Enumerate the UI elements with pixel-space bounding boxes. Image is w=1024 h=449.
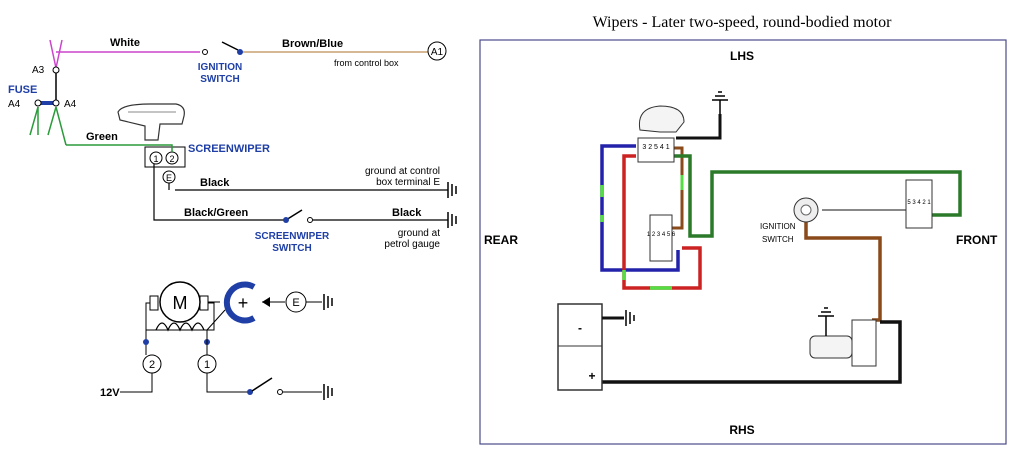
fuse-label: FUSE bbox=[8, 84, 37, 96]
screenwiper-switch-label-2: SWITCH bbox=[272, 243, 311, 254]
panel-wires bbox=[600, 114, 962, 384]
motor-plus-label: + bbox=[238, 293, 249, 313]
rear-label: REAR bbox=[484, 233, 518, 247]
terminal-1: 1 bbox=[153, 154, 158, 164]
black-green-wire bbox=[153, 164, 286, 221]
fuse-block: A3 FUSE A4 A4 bbox=[8, 39, 200, 146]
black-wire-label: Black bbox=[200, 177, 230, 189]
ground-petrol-label-2: petrol gauge bbox=[384, 239, 440, 250]
ground-control-label-2: box terminal E bbox=[376, 177, 440, 188]
from-control-box-label: from control box bbox=[334, 58, 399, 68]
screenwiper-switch-label-1: SCREENWIPER bbox=[255, 231, 330, 242]
motor-terminal-1: 1 bbox=[204, 359, 210, 371]
right-panel: Wipers - Later two-speed, round-bodied m… bbox=[479, 14, 1007, 445]
lhs-label: LHS bbox=[730, 49, 754, 63]
battery-minus: - bbox=[578, 321, 582, 335]
front-pins-label: 5 3 4 2 1 bbox=[907, 200, 931, 206]
black-green-wire-label: Black/Green bbox=[184, 207, 248, 219]
motor-terminal-2: 2 bbox=[149, 359, 155, 371]
screenwiper-label: SCREENWIPER bbox=[188, 143, 270, 155]
front-label: FRONT bbox=[956, 233, 998, 247]
motor-e-label: E bbox=[292, 297, 299, 309]
screenwiper-motor: 1 2 E SCREENWIPER Green Black ground at … bbox=[66, 103, 457, 254]
fuse-a3-label: A3 bbox=[32, 65, 45, 76]
terminal-a1: A1 bbox=[431, 47, 444, 58]
ground-symbol-2 bbox=[447, 212, 457, 228]
green-wire bbox=[66, 144, 173, 152]
fuse-a4-left-label: A4 bbox=[8, 99, 21, 110]
blue-wire bbox=[600, 144, 680, 272]
starter-solenoid bbox=[809, 307, 877, 367]
ground-control-label-1: ground at control bbox=[365, 166, 440, 177]
wiper-switch: 1 2 3 4 5 6 bbox=[647, 214, 676, 262]
terminal-2: 2 bbox=[169, 154, 174, 164]
ignition-switch: A1 White Brown/Blue from control box IGN… bbox=[110, 37, 447, 85]
brown-blue-wire-label: Brown/Blue bbox=[282, 38, 343, 50]
black-wire-1 bbox=[676, 114, 722, 140]
black-wire-2 bbox=[602, 320, 902, 384]
panel-title: Wipers - Later two-speed, round-bodied m… bbox=[593, 14, 892, 31]
rhs-label: RHS bbox=[729, 423, 754, 437]
voltage-label: 12V bbox=[100, 387, 120, 399]
motor-schematic: M + E 2 1 12V bbox=[100, 281, 333, 400]
motor-m-label: M bbox=[173, 293, 188, 313]
panel-ignition-label-2: SWITCH bbox=[762, 235, 794, 244]
front-connector: 5 3 4 2 1 bbox=[905, 179, 933, 229]
wiper-motor: 3 2 5 4 1 bbox=[637, 91, 728, 163]
white-wire-label: White bbox=[110, 37, 140, 49]
brown-wire-2 bbox=[804, 222, 882, 322]
fuse-a4-right-label: A4 bbox=[64, 99, 77, 110]
black-wire-label-2: Black bbox=[392, 207, 422, 219]
wiper-pins-label: 3 2 5 4 1 bbox=[642, 144, 669, 151]
battery: - + bbox=[557, 303, 635, 391]
battery-plus: + bbox=[588, 369, 595, 383]
switch-pins-label: 1 2 3 4 5 6 bbox=[647, 232, 676, 238]
panel-ignition-label-1: IGNITION bbox=[760, 222, 796, 231]
ignition-switch-label-2: SWITCH bbox=[200, 74, 239, 85]
green-wire-label: Green bbox=[86, 131, 118, 143]
panel-ignition-switch: IGNITION SWITCH bbox=[760, 197, 819, 244]
ignition-switch-label-1: IGNITION bbox=[198, 62, 242, 73]
ground-petrol-label-1: ground at bbox=[398, 228, 440, 239]
terminal-e: E bbox=[166, 173, 172, 183]
green-wire bbox=[672, 154, 962, 238]
ground-symbol-1 bbox=[447, 182, 457, 198]
left-schematic: A3 FUSE A4 A4 A1 White Brown/Blue from c… bbox=[8, 37, 457, 400]
